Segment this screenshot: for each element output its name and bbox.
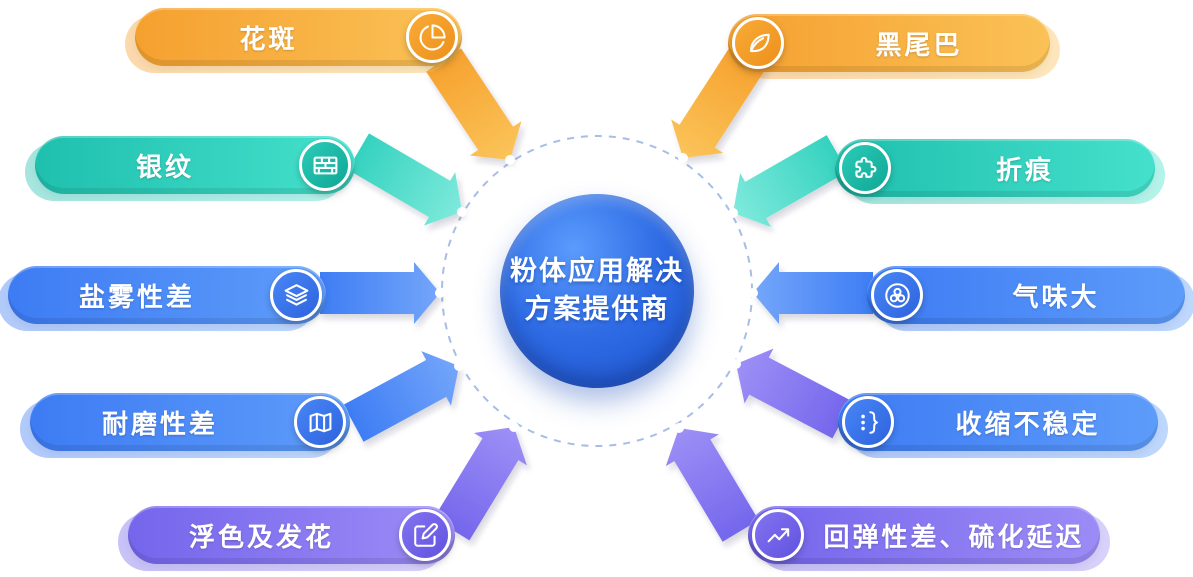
connector-dots xyxy=(435,153,758,433)
center-circle: 粉体应用解决 方案提供商 xyxy=(500,194,694,388)
pill-crease: 折痕 xyxy=(835,139,1155,197)
pill-label: 浮色及发花 xyxy=(188,521,334,552)
pill-label: 银纹 xyxy=(135,151,194,182)
pill-label: 耐磨性差 xyxy=(101,408,218,439)
pill-label: 收缩不稳定 xyxy=(955,408,1101,439)
layers-icon xyxy=(270,269,322,321)
puzzle-icon xyxy=(839,142,891,194)
pill-salt-spray: 盐雾性差 xyxy=(8,266,326,324)
pill-color-floating: 浮色及发花 xyxy=(128,506,455,564)
pill-label: 盐雾性差 xyxy=(78,281,195,312)
pill-silver-streak: 银纹 xyxy=(35,136,355,194)
pill-shrinkage: 收缩不稳定 xyxy=(838,393,1158,451)
pill-odor: 气味大 xyxy=(867,266,1185,324)
center-title-line2: 方案提供商 xyxy=(524,294,670,324)
pill-label: 回弹性差、硫化延迟 xyxy=(823,521,1085,552)
bubbles-icon xyxy=(871,269,923,321)
pill-rebound-vulcanization: 回弹性差、硫化延迟 xyxy=(748,506,1100,564)
bricks-icon xyxy=(299,139,351,191)
trend-up-icon xyxy=(752,509,804,561)
pill-mottling: 花斑 xyxy=(135,8,462,66)
pill-wear-resistance: 耐磨性差 xyxy=(30,393,350,451)
center-title-line1: 粉体应用解决 xyxy=(510,256,684,287)
shrink-icon xyxy=(842,396,894,448)
pill-label: 折痕 xyxy=(995,154,1054,185)
pill-black-tail: 黑尾巴 xyxy=(728,14,1050,72)
pill-label: 黑尾巴 xyxy=(875,29,963,60)
leaf-icon xyxy=(732,17,784,69)
map-icon xyxy=(294,396,346,448)
compose-icon xyxy=(399,509,451,561)
pie-chart-icon xyxy=(406,11,458,63)
pill-label: 气味大 xyxy=(1012,281,1100,312)
pill-label: 花斑 xyxy=(239,23,298,54)
